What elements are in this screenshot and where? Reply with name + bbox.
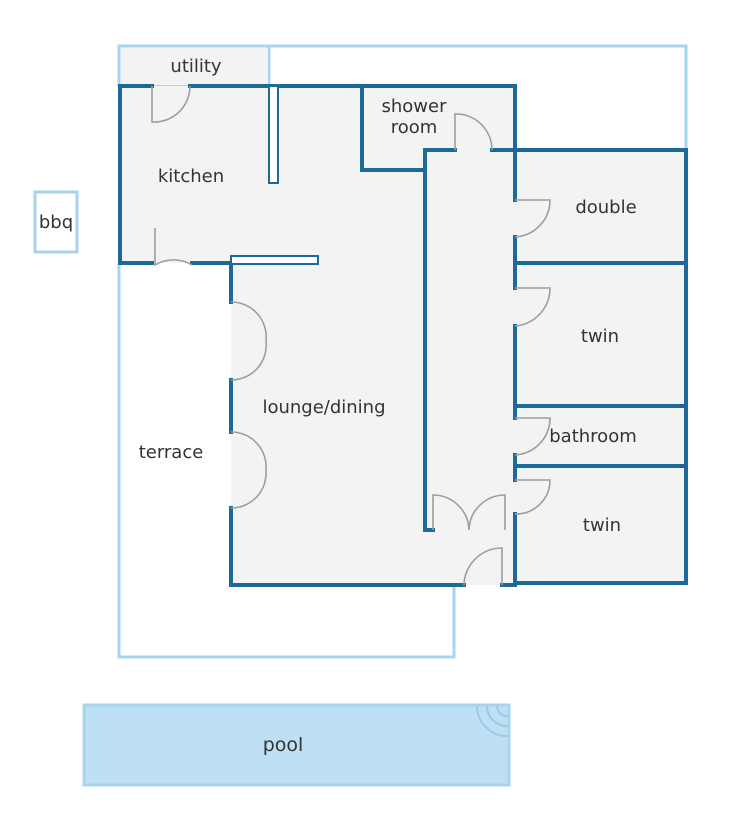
doors xyxy=(151,85,551,586)
pool xyxy=(82,703,511,787)
terrace-label: terrace xyxy=(139,442,204,463)
entrance-door-icon xyxy=(463,547,503,586)
pool-label: pool xyxy=(263,734,304,756)
pool-water xyxy=(82,703,511,787)
double-door-icon xyxy=(514,199,551,238)
room-labels: utility shower room kitchen bbq double t… xyxy=(39,56,637,756)
partitions xyxy=(230,85,319,265)
main-floor xyxy=(120,86,686,585)
walls xyxy=(118,84,688,587)
utility-floor xyxy=(121,48,268,85)
bathroom-label: bathroom xyxy=(549,426,637,447)
kitchen-wall-west xyxy=(118,84,154,265)
terrace-door-upper-icon xyxy=(230,301,268,381)
kitchen-terrace-door-icon xyxy=(154,228,193,267)
kitchen-label: kitchen xyxy=(158,166,224,187)
bbq-outline xyxy=(33,190,79,254)
utility-door-icon xyxy=(151,85,191,123)
bbq-label: bbq xyxy=(39,212,73,233)
twin-upper-door-icon xyxy=(514,287,551,327)
terrace-outline xyxy=(117,263,456,659)
kitchen-partition xyxy=(268,85,279,184)
plot-outline-top xyxy=(269,44,688,150)
terrace-door-lower-icon xyxy=(230,431,267,509)
lounge-dining-label: lounge/dining xyxy=(262,397,385,418)
utility-label: utility xyxy=(170,56,222,77)
twin-upper-label: twin xyxy=(581,326,619,347)
shower-door-icon xyxy=(454,113,493,151)
shower-room-label-line2: room xyxy=(391,117,438,138)
shower-room-label-line1: shower xyxy=(382,96,448,117)
double-label: double xyxy=(575,197,636,218)
counter-partition xyxy=(230,255,319,265)
corridor-double-door-icon xyxy=(432,494,506,531)
twin-lower-label: twin xyxy=(583,515,621,536)
twin-lower-door-icon xyxy=(514,479,551,515)
floors xyxy=(120,48,686,585)
pool-ripple-icon xyxy=(476,705,509,738)
bathroom-door-icon xyxy=(514,417,551,456)
